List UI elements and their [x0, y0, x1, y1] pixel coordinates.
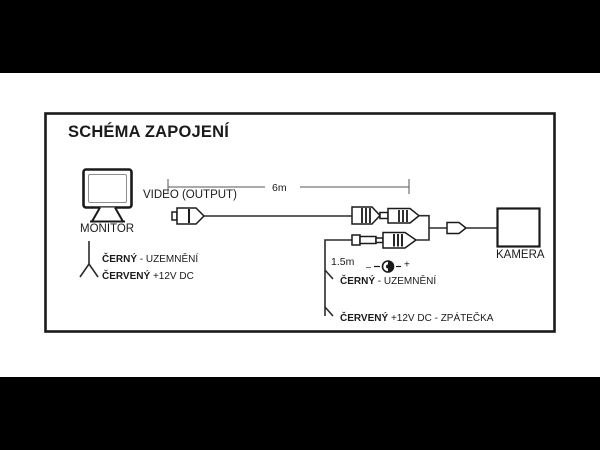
- monitor-power-wire: [79, 241, 99, 278]
- legend-wire-function: +12V DC: [150, 271, 194, 282]
- dimension-label-6m: 6m: [272, 182, 287, 194]
- center-positive-polarity-icon: – +: [366, 259, 410, 273]
- dc-barrel-connector-icon: [446, 221, 468, 235]
- camera-label: KAMERA: [496, 249, 545, 261]
- wiring-diagram: SCHÉMA ZAPOJENÍ MONITOR ČERNÝ - UZEMNĚNÍ: [44, 112, 556, 333]
- diagram-frame: [44, 112, 556, 333]
- polarity-negative-sign: –: [366, 261, 371, 271]
- camera-legend-row-1: ČERVENÝ +12V DC - ZPÁTEČKA: [340, 311, 494, 324]
- dimension-label-1-5m: 1.5m: [331, 256, 355, 268]
- monitor-legend: ČERNÝ - UZEMNĚNÍ ČERVENÝ +12V DC: [102, 252, 198, 282]
- camera-legend: ČERNÝ - UZEMNĚNÍ ČERVENÝ +12V DC - ZPÁTE…: [340, 274, 494, 324]
- camera-legend-row-0: ČERNÝ - UZEMNĚNÍ: [340, 274, 436, 287]
- letterbox-band-bottom: [0, 377, 600, 450]
- monitor-legend-row-0: ČERNÝ - UZEMNĚNÍ: [102, 252, 198, 265]
- diagram-canvas: SCHÉMA ZAPOJENÍ MONITOR ČERNÝ - UZEMNĚNÍ: [0, 73, 600, 377]
- monitor-icon: [82, 168, 133, 223]
- camera-box-icon: [496, 207, 541, 248]
- legend-wire-color: ČERVENÝ: [102, 269, 150, 282]
- legend-wire-color: ČERNÝ: [102, 252, 137, 265]
- video-merge-wire: [419, 214, 447, 229]
- dimension-line-6m: 6m: [167, 179, 410, 194]
- monitor-legend-row-1: ČERVENÝ +12V DC: [102, 269, 194, 282]
- monitor-label: MONITOR: [80, 223, 134, 235]
- legend-wire-function: - UZEMNĚNÍ: [375, 274, 436, 287]
- legend-wire-color: ČERNÝ: [340, 274, 375, 287]
- power-merge-wire: [416, 228, 430, 241]
- legend-wire-function: +12V DC - ZPÁTEČKA: [388, 311, 494, 324]
- video-connector-pair: [351, 206, 421, 225]
- legend-wire-color: ČERVENÝ: [340, 311, 388, 324]
- diagram-title: SCHÉMA ZAPOJENÍ: [68, 122, 229, 141]
- power-length-group: 1.5m – +: [331, 256, 410, 273]
- power-connector-pair: [351, 231, 418, 249]
- polarity-positive-sign: +: [404, 259, 410, 270]
- video-output-label: VIDEO (OUTPUT): [143, 189, 237, 201]
- camera-power-bracket: [324, 239, 334, 317]
- letterbox-band-top: [0, 0, 600, 73]
- legend-wire-function: - UZEMNĚNÍ: [137, 252, 198, 265]
- rca-plug-icon: [171, 207, 206, 225]
